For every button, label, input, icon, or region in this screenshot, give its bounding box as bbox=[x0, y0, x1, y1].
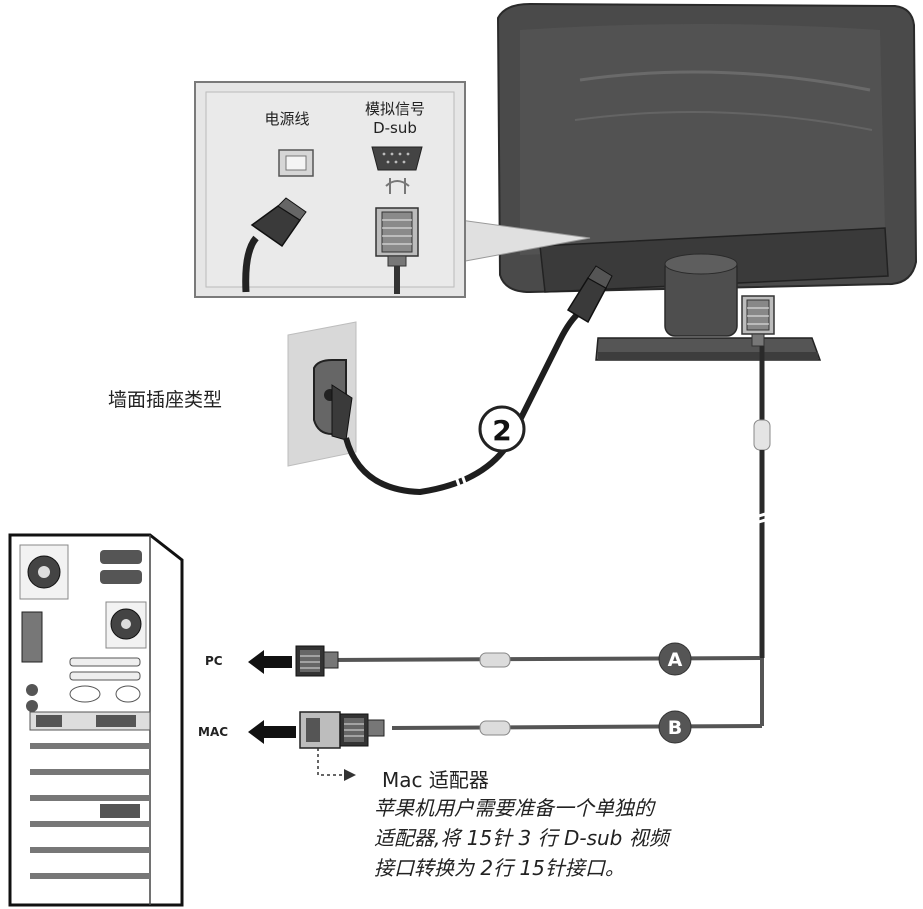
step-number-badge: 2 bbox=[478, 405, 526, 453]
wall-outlet bbox=[287, 321, 357, 467]
mac-adapter-line-1: 苹果机用户需要准备一个单独的 bbox=[374, 796, 654, 820]
power-cable bbox=[343, 265, 613, 496]
mac-adapter-line-3: 接口转换为 2行 15针接口。 bbox=[374, 856, 625, 880]
cable-b-label: B bbox=[668, 717, 682, 739]
analog-signal-label: 模拟信号 D-sub bbox=[350, 100, 440, 138]
cable-b-mac: B bbox=[299, 658, 764, 781]
mac-arrow-icon bbox=[248, 720, 296, 744]
monitor bbox=[496, 2, 918, 361]
cable-a-label: A bbox=[668, 649, 683, 671]
power-plug-icon bbox=[242, 197, 307, 293]
power-cable-label: 电源线 bbox=[264, 110, 310, 128]
signal-cable-monitor bbox=[741, 295, 775, 658]
pc-arrow-icon bbox=[248, 650, 292, 674]
mac-adapter-title: Mac 适配器 bbox=[382, 768, 489, 792]
mac-adapter-description: 苹果机用户需要准备一个单独的 适配器,将 15针 3 行 D-sub 视频 接口… bbox=[374, 793, 669, 883]
step-number-text: 2 bbox=[492, 414, 511, 447]
wall-outlet-label: 墙面插座类型 bbox=[108, 389, 223, 411]
ferrite-core bbox=[753, 419, 771, 451]
analog-signal-line2: D-sub bbox=[373, 119, 417, 137]
pc-label: PC bbox=[205, 654, 223, 668]
port-closeup-inset bbox=[194, 81, 591, 298]
cable-a-pc: A bbox=[295, 642, 761, 677]
computer-tower bbox=[8, 533, 184, 907]
dsub-socket-icon bbox=[371, 146, 423, 171]
dsub-plug-icon bbox=[375, 207, 419, 294]
mac-adapter-line-2: 适配器,将 15针 3 行 D-sub 视频 bbox=[374, 826, 669, 850]
mac-label: MAC bbox=[198, 725, 229, 739]
analog-signal-line1: 模拟信号 bbox=[364, 100, 425, 118]
